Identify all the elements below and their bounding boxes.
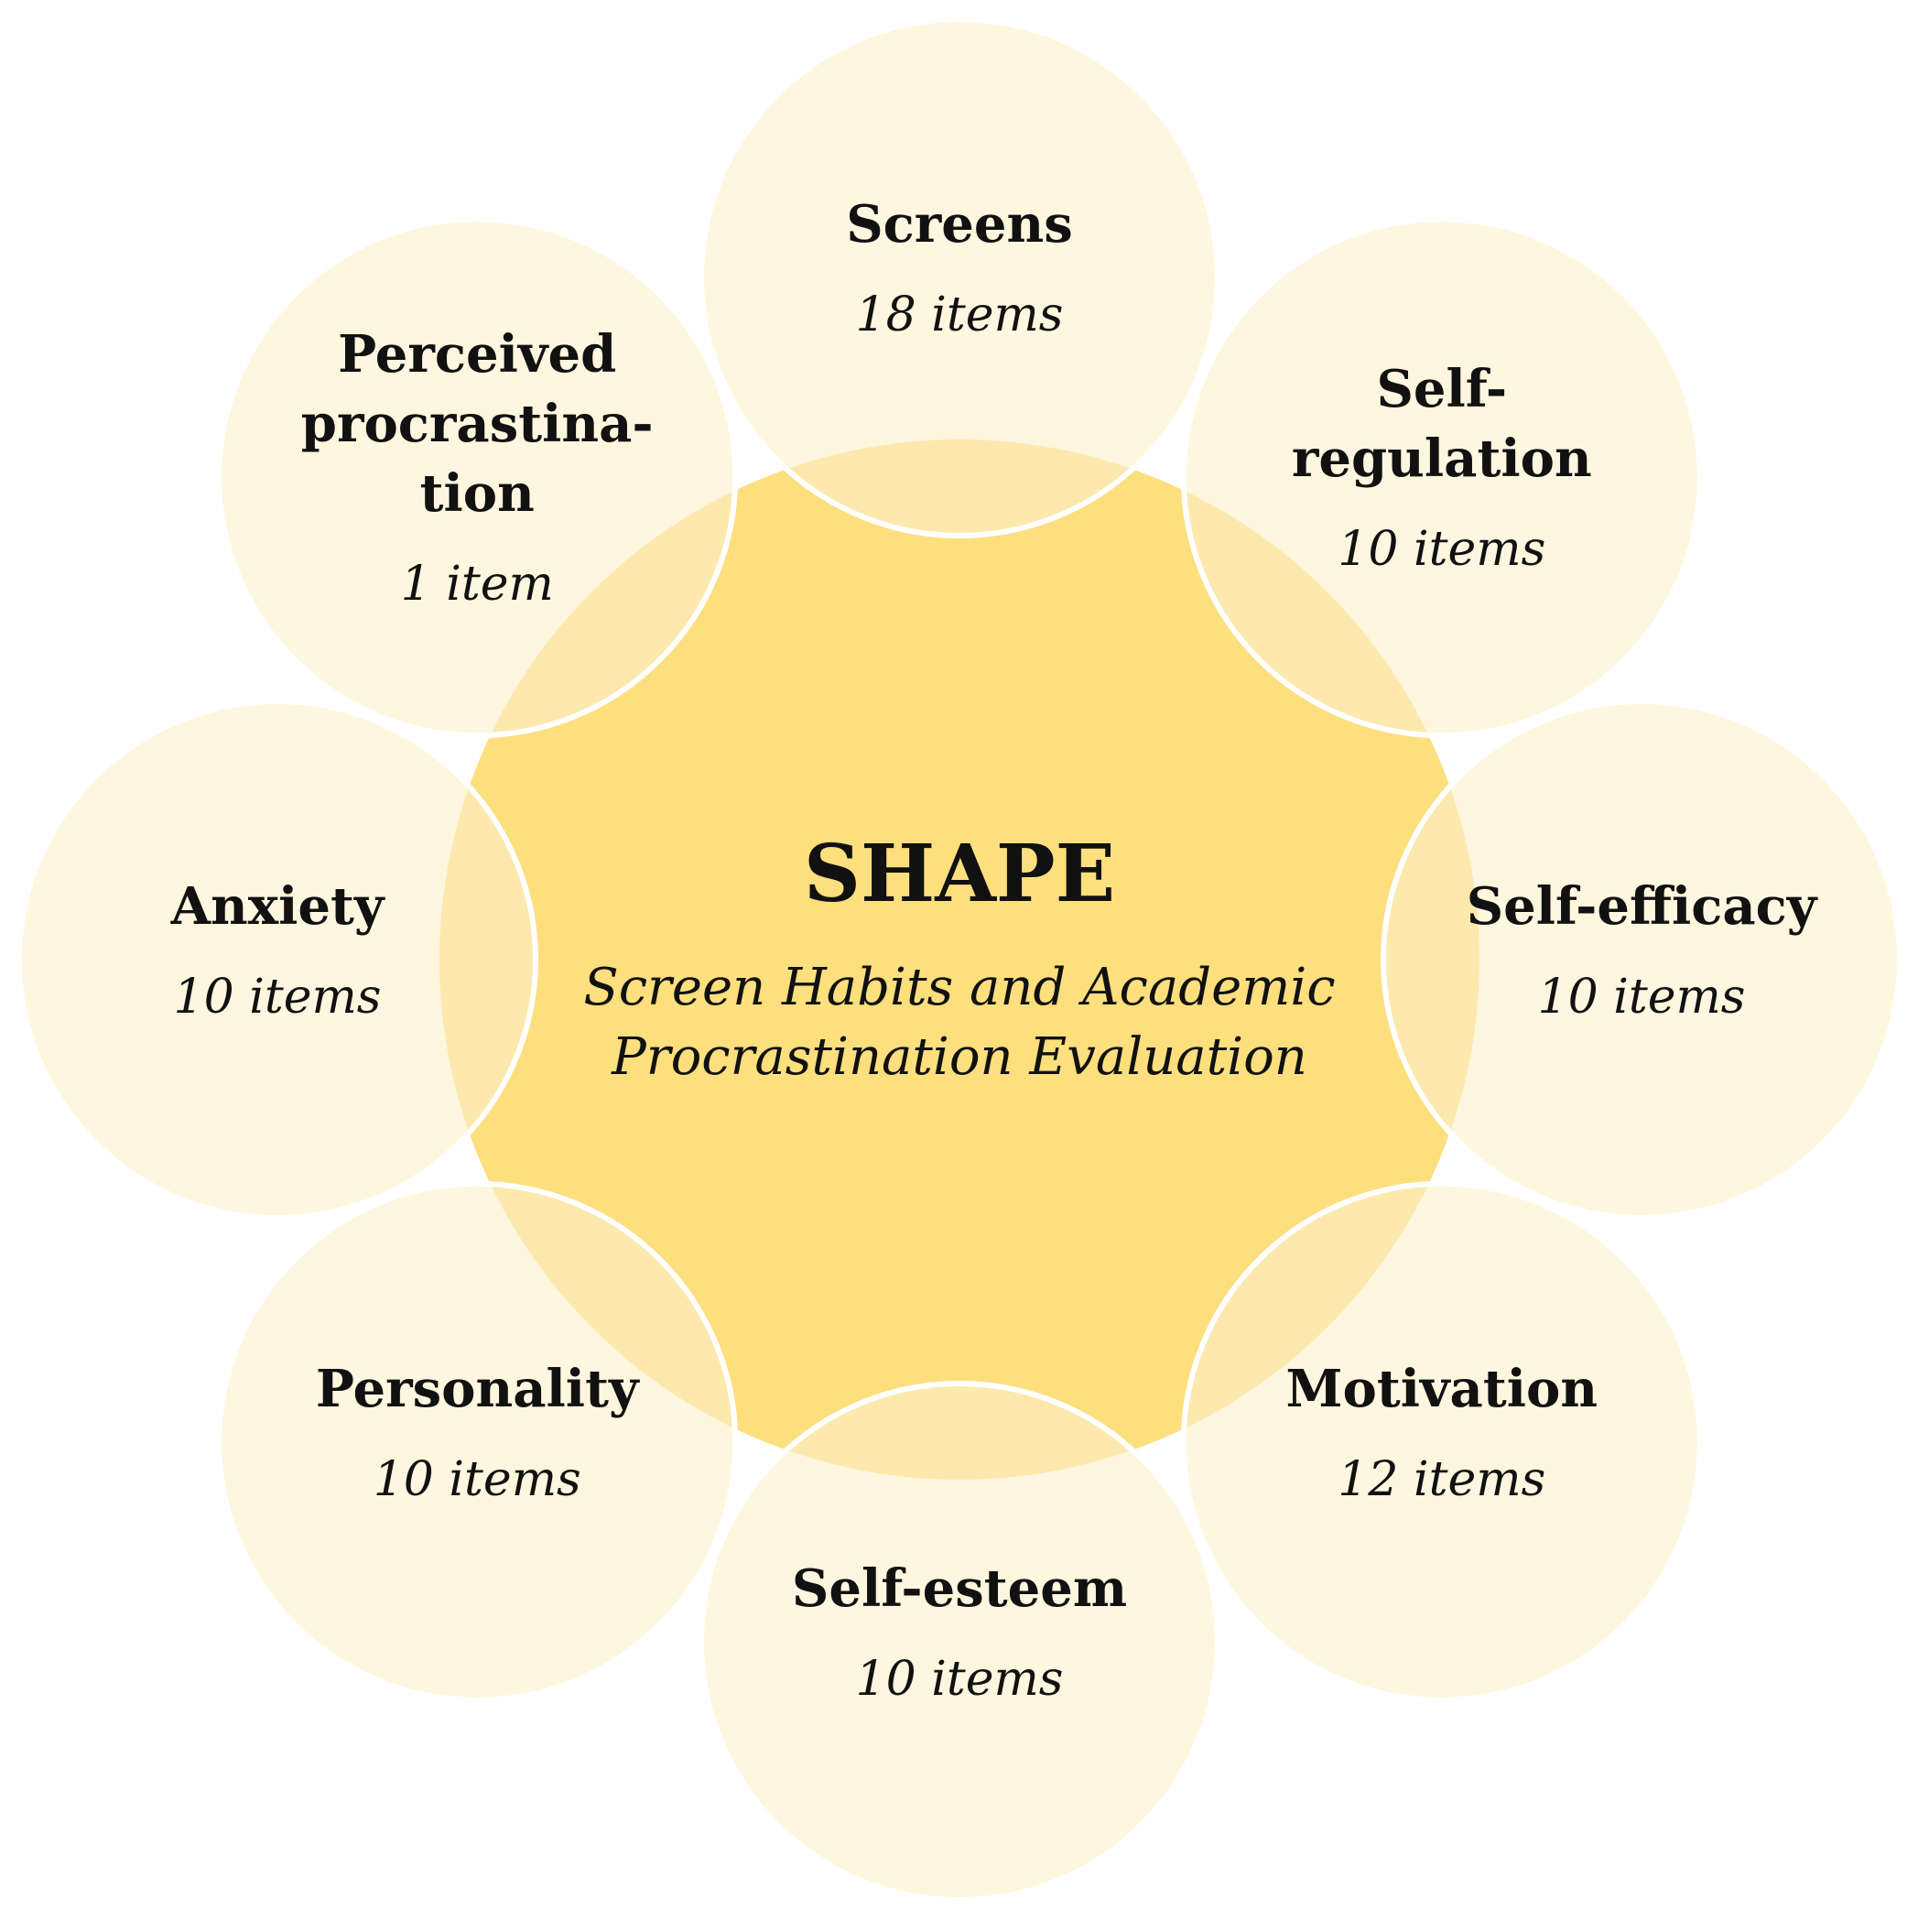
center-subtitle: Screen Habits and Academic Procrastinati… (502, 953, 1417, 1092)
domain-label-screens: Screens 18 items (740, 190, 1179, 347)
domain-item-count: 10 items (855, 1652, 1064, 1707)
domain-title: Self-esteem (740, 1554, 1179, 1623)
domain-label-motivation: Motivation 12 items (1222, 1354, 1662, 1512)
domain-outline-motivation (1180, 1180, 1703, 1703)
domain-outline-self-regulation (1180, 216, 1703, 739)
domain-item-count: 12 items (1338, 1451, 1546, 1507)
domain-label-self-efficacy: Self-efficacy 10 items (1422, 872, 1861, 1029)
domain-title-line: Self-efficacy (1466, 876, 1817, 937)
domain-item-count: 10 items (1537, 970, 1746, 1025)
center-subtitle-line2: Procrastination Evaluation (612, 1027, 1307, 1087)
domain-title-line: regulation (1291, 429, 1592, 490)
domain-item-count: 1 item (400, 557, 554, 613)
domain-item-count: 10 items (1338, 522, 1546, 578)
domain-circle-self-efficacy (1383, 701, 1900, 1218)
domain-title: Screens (740, 190, 1179, 259)
domain-outline-self-esteem (699, 1381, 1220, 1903)
domain-title-line: Screens (846, 194, 1073, 255)
domain-item-count: 18 items (855, 288, 1064, 342)
domain-circle-anxiety (19, 701, 536, 1218)
domain-outline-anxiety (16, 699, 538, 1221)
domain-outline-screens (699, 16, 1220, 538)
domain-title: Motivation (1222, 1354, 1662, 1424)
domain-title: Perceived procrastina-tion (257, 320, 697, 528)
domain-label-perceived-procrastina-tion: Perceived procrastina-tion 1 item (257, 320, 697, 616)
domain-title-line: Personality (315, 1358, 639, 1419)
domain-item-count: 10 items (173, 970, 382, 1025)
domain-title: Self-efficacy (1422, 872, 1861, 941)
domain-circle-screens (701, 19, 1218, 536)
center-label: SHAPE Screen Habits and Academic Procras… (502, 829, 1417, 1092)
domain-title-line: tion (419, 463, 535, 525)
domain-title-line: Anxiety (170, 876, 385, 937)
domain-outline-personality (216, 1180, 739, 1703)
domain-outline-perceived-procrastina-tion (216, 216, 739, 739)
center-circle (439, 440, 1479, 1480)
domain-circle-self-esteem (701, 1384, 1218, 1900)
domain-title-line: Self- (1376, 359, 1508, 420)
domain-outline-self-efficacy (1381, 699, 1902, 1221)
domain-title: Personality (257, 1354, 697, 1424)
domain-item-count: 10 items (373, 1451, 581, 1507)
domain-title: Anxiety (58, 872, 497, 941)
domain-label-anxiety: Anxiety 10 items (58, 872, 497, 1029)
domain-title-line: procrastina- (300, 394, 654, 455)
center-subtitle-line1: Screen Habits and Academic (583, 958, 1336, 1017)
domain-title-line: Perceived (338, 324, 617, 385)
center-title: SHAPE (803, 828, 1116, 920)
domain-title-line: Motivation (1285, 1358, 1598, 1419)
domain-title-line: Self-esteem (791, 1558, 1128, 1619)
domain-title: Self-regulation (1222, 354, 1662, 494)
domain-label-self-regulation: Self-regulation 10 items (1222, 354, 1662, 581)
domain-label-personality: Personality 10 items (257, 1354, 697, 1512)
domain-label-self-esteem: Self-esteem 10 items (740, 1554, 1179, 1711)
